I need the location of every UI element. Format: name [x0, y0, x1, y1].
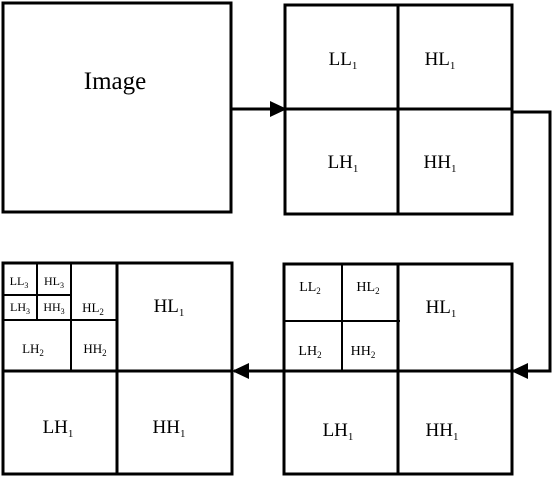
level2-hh1-label: HH1	[426, 420, 459, 443]
level1-lh-label: LH1	[328, 152, 359, 175]
level3-lh-label: LH3	[10, 300, 30, 316]
level3-hl2-label: HL2	[82, 300, 104, 317]
level2-box	[282, 262, 514, 476]
level3-lh2-label: LH2	[22, 341, 44, 358]
level3-hh2-label: HH2	[83, 341, 106, 358]
level2-hh-label: HH2	[351, 344, 376, 360]
level3-hl-label: HL3	[44, 274, 64, 290]
level2-ll-label: LL2	[299, 280, 321, 296]
arrow-head-level2	[511, 363, 528, 379]
level2-hl1-label: HL1	[426, 297, 457, 320]
arrow-head-level3	[232, 363, 249, 379]
level1-hh-label: HH1	[424, 152, 457, 175]
level1-box	[283, 3, 514, 216]
image-label: Image	[84, 68, 146, 95]
level3-lh1-label: LH1	[43, 417, 74, 440]
level2-lh1-label: LH1	[323, 420, 354, 443]
arrow-to-level2	[512, 110, 552, 373]
level2-lh-label: LH2	[298, 344, 321, 360]
image-box	[1, 1, 233, 214]
level2-hl-label: HL2	[356, 280, 379, 296]
level3-ll-label: LL3	[10, 274, 29, 290]
arrow-head-level1	[270, 101, 287, 117]
level3-hl1-label: HL1	[154, 296, 185, 319]
level1-ll-label: LL1	[329, 49, 358, 72]
level1-hl-label: HL1	[425, 49, 456, 72]
level3-box	[1, 261, 234, 476]
level3-hh-label: HH3	[43, 300, 64, 316]
level3-hh1-label: HH1	[153, 417, 186, 440]
